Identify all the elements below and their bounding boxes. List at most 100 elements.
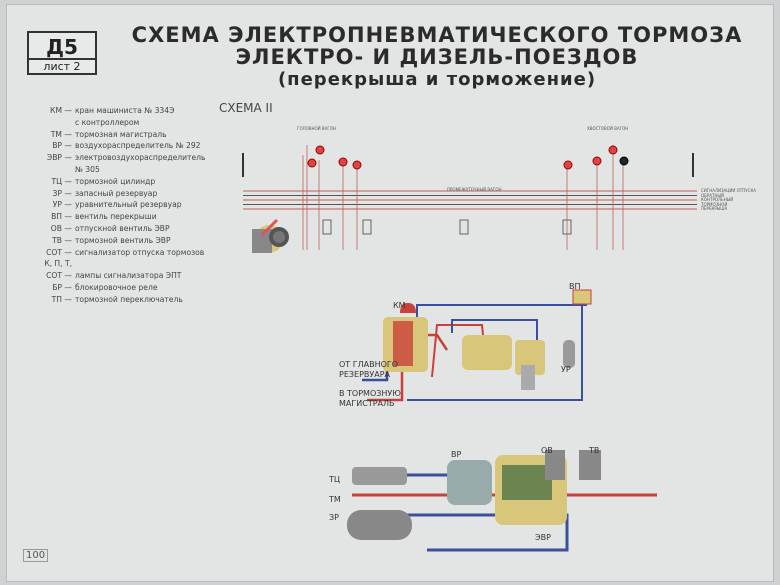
brake-valve-piston (393, 321, 413, 366)
legend-text: вентиль перекрыши (75, 212, 157, 222)
tm-label: ТМ (329, 495, 341, 504)
poster: Д5 лист 2 СХЕМА ЭЛЕКТРОПНЕВМАТИЧЕСКОГО Т… (6, 4, 774, 582)
ov-valve-icon (545, 450, 565, 480)
legend-item: ВП —вентиль перекрыши (31, 211, 205, 223)
title-line-1: СХЕМА ЭЛЕКТРОПНЕВМАТИЧЕСКОГО ТОРМОЗА (131, 23, 743, 47)
wire-label: СИГНАЛИЗАЦИИ ОТПУСКА (701, 188, 757, 193)
legend-text: кран машиниста № 334Э (75, 106, 175, 115)
legend-item: СОТ —лампы сигнализатора ЭПТ (31, 270, 205, 282)
legend-abbr: ВР — (52, 141, 72, 151)
controller-body (252, 229, 272, 253)
tv-valve-icon (579, 450, 601, 480)
legend-text: блокировочное реле (75, 282, 158, 292)
legend-text: уравнительный резервуар (75, 200, 182, 210)
signal-lamp-icon (563, 160, 573, 170)
legend-item: ТП —тормозной переключатель (31, 294, 205, 306)
signal-lamp-icon (608, 145, 618, 155)
zr-reservoir-icon (347, 510, 412, 540)
legend-item: ЗР —запасный резервуар (31, 188, 205, 200)
legend-text: № 305 (75, 164, 100, 174)
valve-coil-icon (322, 219, 332, 235)
pipe (407, 305, 583, 401)
from-main-label-1: ОТ ГЛАВНОГО (339, 360, 399, 369)
legend-text: отпускной вентиль ЭВР (75, 223, 170, 233)
legend-abbr: ТМ — (50, 129, 72, 139)
legend-abbr: ОВ — (50, 223, 72, 233)
evr-label: ЭВР (535, 533, 551, 542)
km-label: КМ (393, 301, 406, 310)
spring (521, 365, 535, 390)
legend-text: лампы сигнализатора ЭПТ (75, 271, 182, 281)
relay-valve (462, 335, 512, 370)
legend-abbr: ЭВР — (46, 153, 72, 163)
tv-label: ТВ (589, 446, 600, 455)
legend-abbr: ТЦ — (51, 176, 72, 186)
valve-coil-icon (562, 219, 572, 235)
wire-label: ТОРМОЗНОЙ (701, 201, 728, 207)
signal-lamp-icon (307, 158, 317, 168)
pipe (451, 319, 538, 345)
title-line-2: ЭЛЕКТРО- И ДИЗЕЛЬ-ПОЕЗДОВ (235, 45, 639, 69)
legend-text: тормозной переключатель (75, 294, 183, 304)
legend-text: электровоздухораспределитель (75, 153, 206, 163)
legend-item: ВР —воздухораспределитель № 292 (31, 140, 205, 152)
valve-coil-icon (362, 219, 372, 235)
vp-valve-icon (572, 289, 592, 305)
signal-lamp-icon (619, 156, 629, 166)
title-line-3: (перекрыша и торможение) (277, 69, 597, 90)
legend-text: тормозная магистраль (75, 129, 167, 139)
legend-item: ЭВР —электровоздухораспределитель (31, 152, 206, 164)
tc-label: ТЦ (329, 475, 341, 484)
legend-item: ОВ —отпускной вентиль ЭВР (31, 223, 205, 235)
legend-abbr: ЗР — (52, 188, 72, 198)
valve-coil-icon (459, 219, 469, 235)
legend-text: тормозной вентиль ЭВР (75, 235, 171, 245)
schema-label: СХЕМА II (219, 101, 273, 115)
legend-abbr: БР — (52, 282, 72, 292)
legend-item: БР —блокировочное реле (31, 282, 205, 294)
vr-distributor-icon (447, 460, 492, 505)
sheet-code: Д5 (46, 35, 78, 59)
signal-lamp-icon (315, 145, 325, 155)
legend-text: воздухораспределитель № 292 (75, 141, 201, 151)
legend-item: ТМ —тормозная магистраль (31, 129, 205, 141)
legend-abbr: СОТ — (46, 247, 72, 257)
legend-item: ТВ —тормозной вентиль ЭВР (31, 235, 205, 247)
to-line-label-2: МАГИСТРАЛЬ (339, 399, 395, 408)
legend-text: с контроллером (75, 117, 140, 127)
legend-item: с контроллером (31, 117, 205, 129)
legend-item: № 305 (31, 164, 205, 176)
tail-car-label: ХВОСТОВОЙ ВАГОН (587, 126, 629, 131)
from-main-label-2: РЕЗЕРВУАРА (339, 370, 391, 379)
legend-abbr: УР — (52, 200, 72, 210)
zr-label: ЗР (329, 513, 339, 522)
controller-lever (260, 218, 279, 237)
brake-valve-handle (400, 303, 416, 313)
legend-abbr: КМ — (50, 106, 72, 115)
legend-abbr: ВП — (51, 212, 72, 222)
ur-label: УР (561, 365, 571, 374)
legend-text: запасный резервуар (75, 188, 158, 198)
pipe (397, 513, 569, 552)
signal-lamp-icon (352, 160, 362, 170)
signal-lamp-icon (338, 157, 348, 167)
page-number: 100 (23, 549, 49, 562)
wire-label: КОНТРОЛЬНЫЙ (701, 197, 734, 203)
legend-item: УР —уравнительный резервуар (31, 199, 205, 211)
to-line-label-1: В ТОРМОЗНУЮ (339, 389, 401, 398)
legend-abbr: ТП — (51, 294, 72, 304)
vr-label: ВР (451, 450, 462, 459)
diagram-drawing (242, 145, 697, 552)
wire-label: ПЕРЕКРЫША (701, 206, 728, 212)
legend-item: К, П, Т, (31, 258, 205, 270)
legend-abbr: СОТ — (46, 271, 72, 281)
ur-reservoir-icon (563, 340, 575, 368)
legend-item: КМ —кран машиниста № 334Э (31, 105, 205, 117)
middle-car-label: ПРОМЕЖУТОЧНЫЙ ВАГОН (447, 187, 502, 192)
legend-item: СОТ —сигнализатор отпуска тормозов (31, 247, 205, 259)
ov-label: ОВ (541, 446, 553, 455)
head-car-label: ГОЛОВНОЙ ВАГОН (297, 126, 336, 131)
controller-handle-icon (269, 227, 289, 247)
legend-abbr: ТВ — (52, 235, 72, 245)
legend-item: ТЦ —тормозной цилиндр (31, 176, 205, 188)
